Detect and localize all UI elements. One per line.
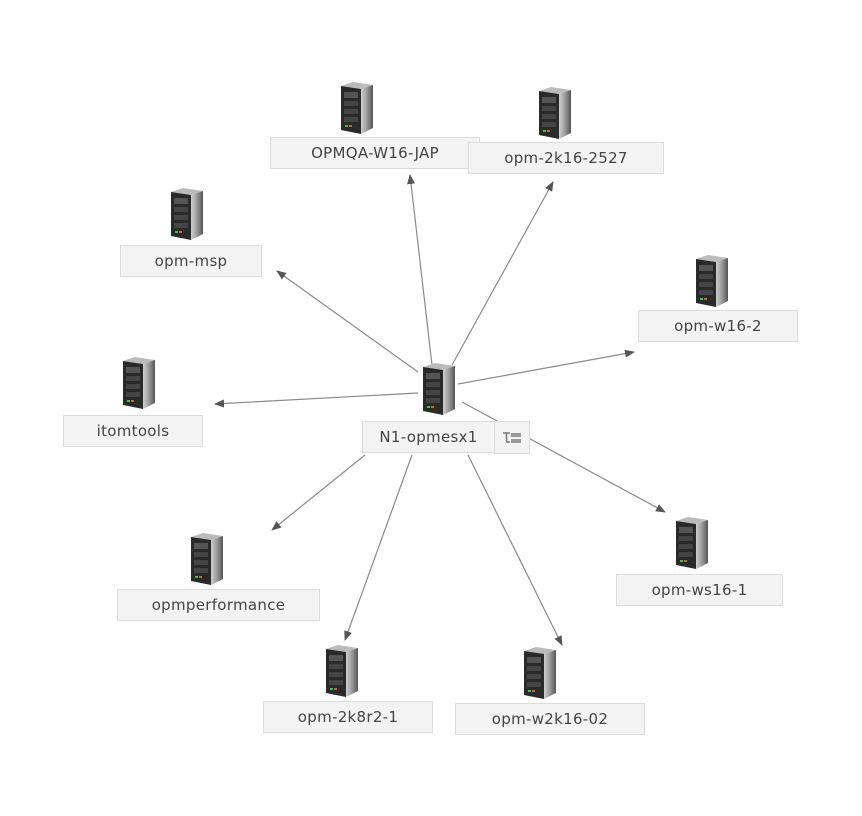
node-label[interactable]: opm-ws16-1 [616, 574, 783, 606]
server-icon[interactable] [115, 355, 159, 411]
node-label[interactable]: OPMQA-W16-JAP [270, 137, 480, 169]
node-label[interactable]: opm-w2k16-02 [455, 703, 645, 735]
node-label[interactable]: N1-opmesx1 [362, 421, 495, 453]
server-icon[interactable] [183, 531, 227, 587]
server-icon[interactable] [516, 645, 560, 701]
node-label[interactable]: opm-2k8r2-1 [263, 701, 433, 733]
node-label[interactable]: opm-2k16-2527 [468, 142, 664, 174]
edge-ws161 [461, 401, 666, 513]
edge-itomtools [214, 392, 419, 408]
node-label[interactable]: opmperformance [117, 589, 320, 621]
server-icon[interactable] [333, 80, 377, 136]
server-icon[interactable] [668, 515, 712, 571]
server-icon[interactable] [415, 361, 459, 417]
server-icon[interactable] [318, 643, 362, 699]
server-icon[interactable] [688, 253, 732, 309]
node-label[interactable]: opm-msp [120, 245, 262, 277]
server-icon[interactable] [531, 85, 575, 141]
edge-opm2k16 [451, 181, 554, 366]
node-label[interactable]: opm-w16-2 [638, 310, 798, 342]
edge-opmqa [407, 174, 433, 366]
node-label[interactable]: itomtools [63, 415, 203, 447]
edge-w2k16 [467, 454, 563, 646]
server-icon[interactable] [163, 186, 207, 242]
edge-perf [271, 454, 366, 531]
edge-w162 [457, 349, 635, 385]
edge-k8r2 [344, 454, 413, 641]
tree-expand-icon[interactable] [494, 421, 530, 454]
edge-msp [276, 270, 419, 373]
